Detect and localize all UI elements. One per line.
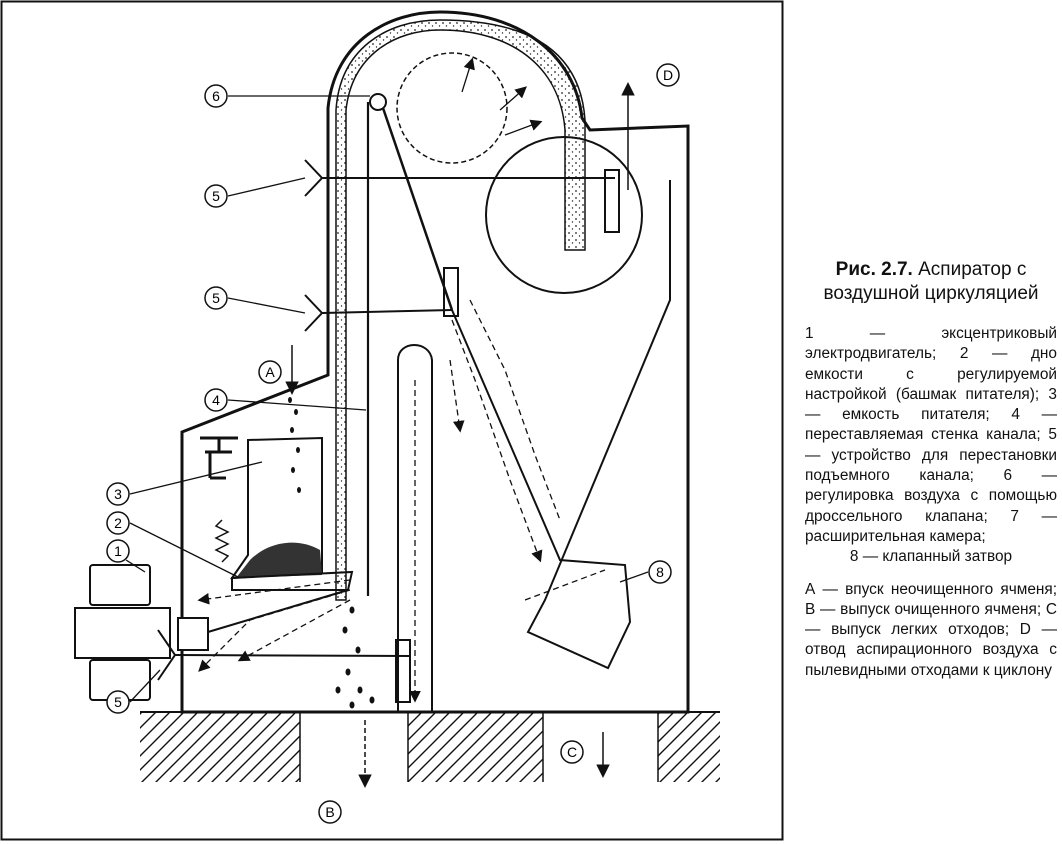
deflector-arrow-3 [504, 119, 543, 136]
callout-7: 6 [204, 84, 370, 108]
callout-5b-label: 5 [114, 694, 122, 710]
eccentric-motor [74, 564, 349, 701]
callout-3-label: 3 [114, 486, 122, 502]
figure-border [0, 0, 784, 841]
callout-5-upper: 5 [204, 286, 306, 314]
pivot [369, 93, 387, 111]
callout-5-lower: 5 [106, 669, 161, 714]
housing [180, 10, 690, 714]
callout-4-label: 4 [212, 392, 220, 408]
legend-numbers-last: 8 — клапанный затвор [849, 548, 1013, 566]
inner-chute [451, 180, 671, 670]
aspirator-diagram: 6 5 5 4 3 2 1 [0, 0, 784, 841]
flow-label-a: A [258, 360, 282, 384]
deflector-arrow-1 [461, 57, 475, 93]
callout-1-label: 1 [114, 543, 122, 559]
figure-caption: Рис. 2.7. Аспиратор с воздушной циркуляц… [805, 258, 1057, 693]
outlet-d-label: D [663, 67, 673, 83]
callouts: 6 5 5 4 3 2 1 [106, 63, 680, 824]
return-channel [397, 344, 433, 712]
legend-numbers-text: 1 — эксцентриковый электродвигатель; 2 —… [805, 325, 1057, 545]
callout-2: 2 [106, 511, 241, 579]
callout-4: 4 [204, 388, 367, 412]
adjust-screw [200, 436, 238, 480]
adjust-spring [214, 519, 230, 563]
outlet-c-label: C [567, 744, 577, 760]
callout-7-label: 6 [212, 88, 220, 104]
callout-5-label: 5 [212, 290, 220, 306]
callout-2-label: 2 [114, 515, 122, 531]
flow-label-d: D [656, 63, 680, 87]
outlet-b-label: B [325, 804, 334, 820]
riser-channel [335, 19, 586, 601]
callout-6: 5 [204, 177, 306, 208]
inlet-a-label: A [265, 364, 275, 380]
caption-number: Рис. 2.7. [835, 259, 913, 280]
adjustment-rods [157, 159, 620, 703]
callout-1: 1 [106, 539, 146, 573]
legend-letters: А — впуск неочищенного ячменя; В — выпус… [805, 580, 1057, 681]
grain-pile [236, 542, 322, 578]
caption-title: Рис. 2.7. Аспиратор с воздушной циркуляц… [805, 258, 1057, 306]
floor [140, 711, 720, 782]
flow-label-c: C [560, 740, 584, 764]
throttle-rod [381, 107, 454, 311]
flow-label-b: B [318, 800, 342, 824]
callout-8-label: 8 [656, 564, 664, 580]
legend-letters-text: А — впуск неочищенного ячменя; В — выпус… [805, 580, 1057, 679]
callout-3: 3 [106, 461, 263, 506]
dust-separator [485, 136, 643, 294]
caption-title-text: Аспиратор с воздушной циркуляцией [823, 259, 1039, 304]
grain-stream [288, 397, 375, 709]
expansion-chamber [396, 52, 508, 164]
callout-6-label: 5 [212, 188, 220, 204]
deflector-arrow-2 [499, 86, 527, 111]
callout-8: 8 [619, 560, 672, 584]
legend-numbers: 1 — эксцентриковый электродвигатель; 2 —… [805, 324, 1057, 568]
